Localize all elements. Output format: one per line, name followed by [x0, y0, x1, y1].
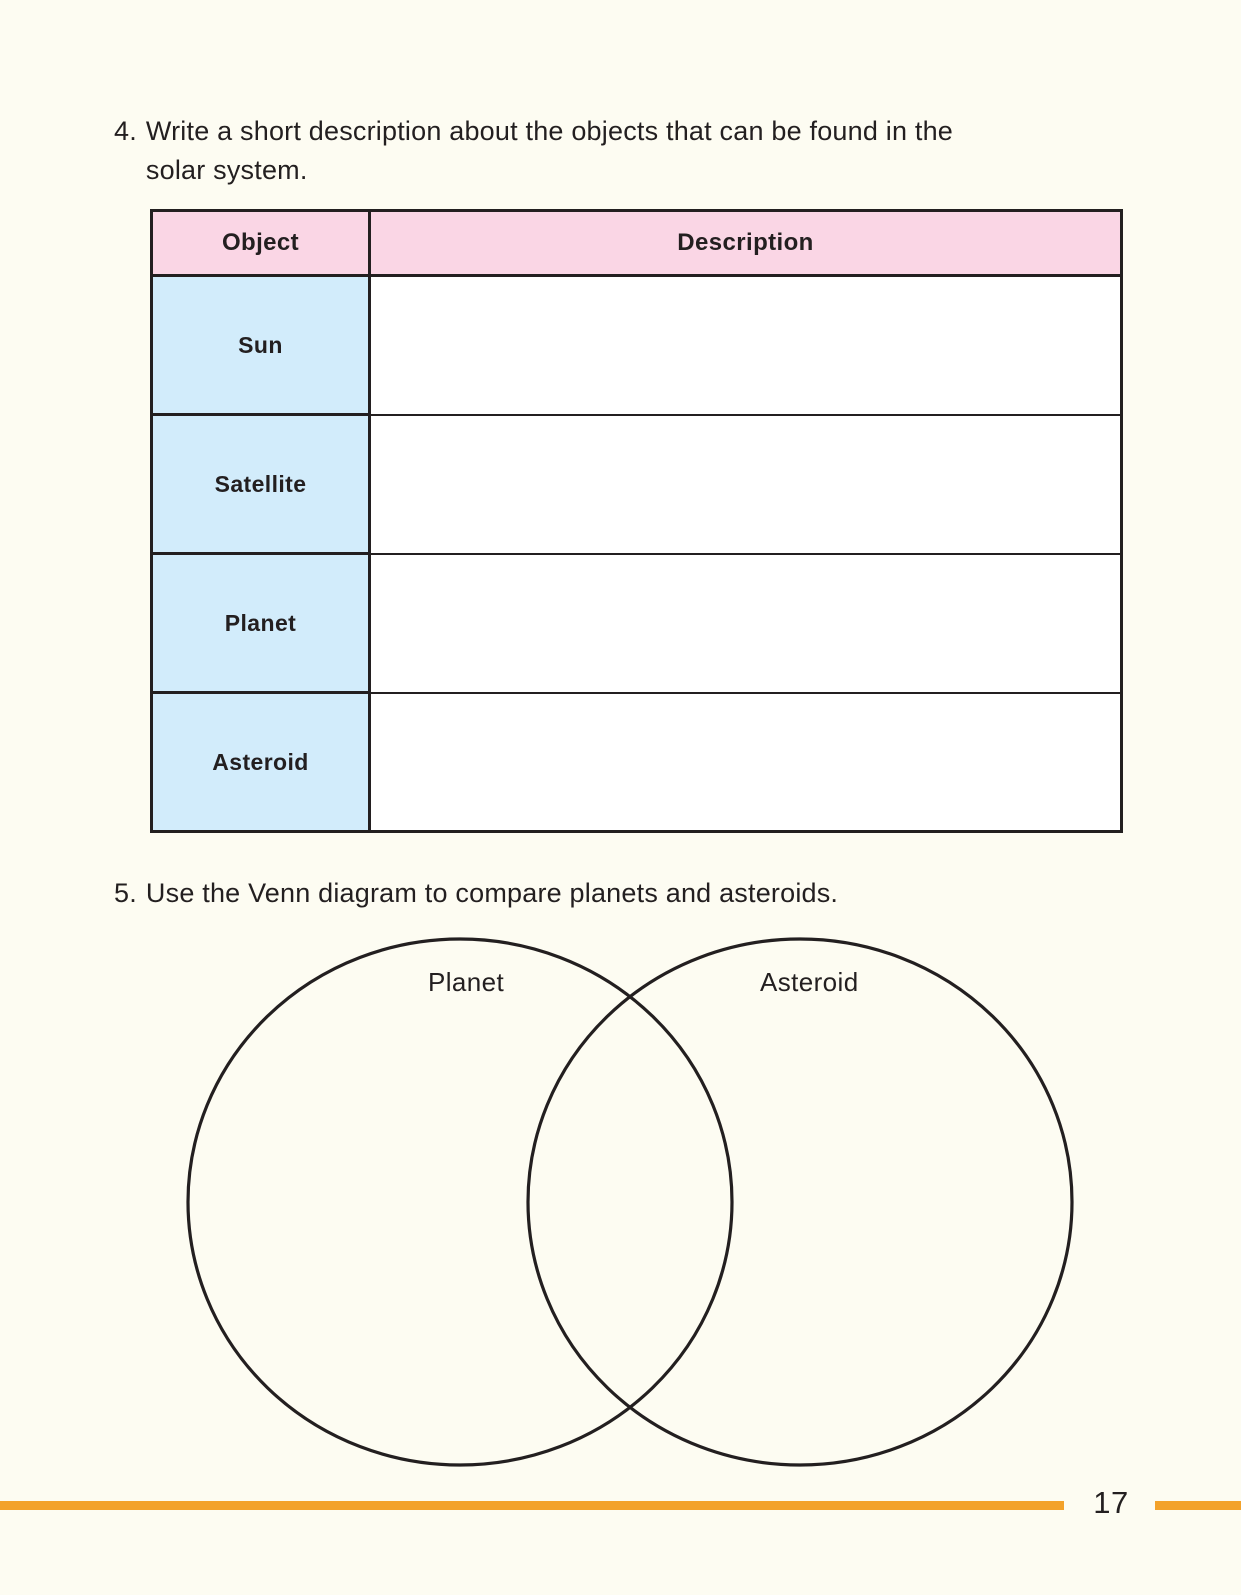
question-5: 5. Use the Venn diagram to compare plane… — [114, 874, 1014, 913]
question-4-text: Write a short description about the obje… — [145, 116, 954, 185]
object-label-asteroid: Asteroid — [150, 691, 371, 833]
footer-rule-left — [0, 1501, 1064, 1510]
table-row: Asteroid — [150, 691, 1123, 833]
venn-label-planet: Planet — [428, 967, 505, 997]
question-5-number: 5. — [114, 878, 137, 908]
table-body: Sun Satellite Planet Asteroid — [150, 274, 1123, 833]
venn-circle-planet[interactable] — [186, 937, 734, 1467]
page-footer: 17 — [0, 1483, 1241, 1523]
page-number: 17 — [1093, 1485, 1129, 1520]
venn-label-asteroid: Asteroid — [760, 967, 859, 997]
description-answer-satellite[interactable] — [368, 413, 1123, 555]
column-header-description: Description — [368, 209, 1123, 277]
venn-diagram: Planet Asteroid — [160, 925, 1100, 1470]
footer-rule-right — [1155, 1501, 1241, 1510]
description-answer-planet[interactable] — [368, 552, 1123, 694]
object-description-table: Object Description Sun Satellite Planet … — [150, 209, 1123, 833]
description-answer-asteroid[interactable] — [368, 691, 1123, 833]
venn-diagram-svg — [186, 937, 1074, 1467]
question-4-number: 4. — [114, 116, 137, 146]
object-label-satellite: Satellite — [150, 413, 371, 555]
table-row: Planet — [150, 552, 1123, 694]
object-label-planet: Planet — [150, 552, 371, 694]
column-header-object: Object — [150, 209, 371, 277]
table-row: Satellite — [150, 413, 1123, 555]
question-4: 4. Write a short description about the o… — [114, 112, 1014, 190]
description-answer-sun[interactable] — [368, 274, 1123, 416]
venn-circle-asteroid[interactable] — [526, 937, 1074, 1467]
table-header: Object Description — [150, 209, 1123, 277]
table-row: Sun — [150, 274, 1123, 416]
question-5-text: Use the Venn diagram to compare planets … — [145, 878, 839, 908]
table-header-row: Object Description — [150, 209, 1123, 277]
object-label-sun: Sun — [150, 274, 371, 416]
